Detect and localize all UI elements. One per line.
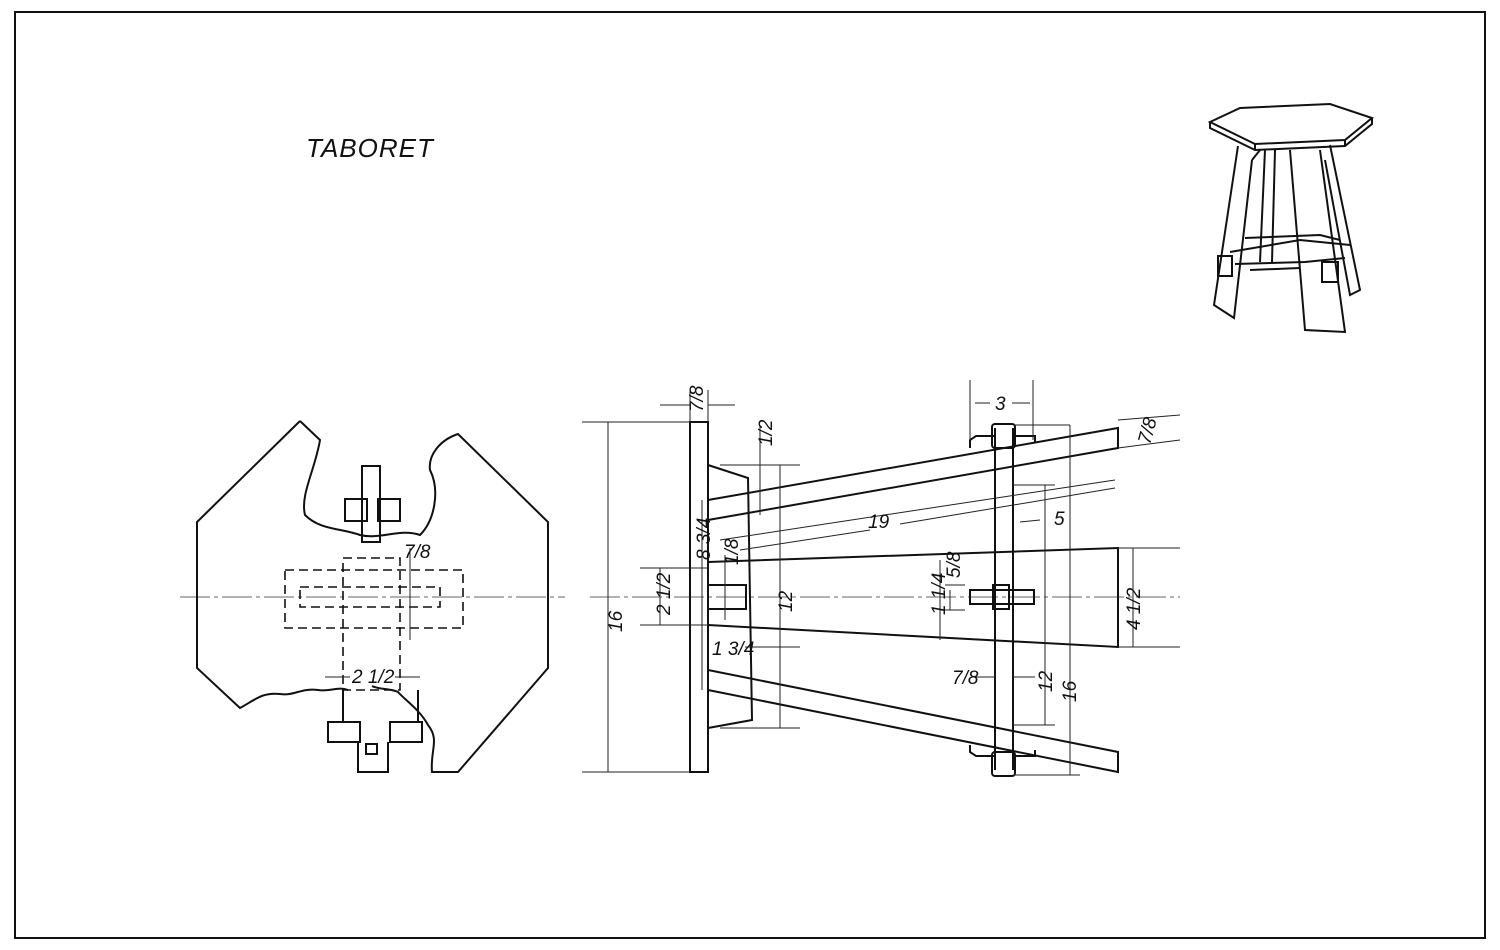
hidden-leg xyxy=(342,557,401,691)
top-break-upper xyxy=(299,420,549,773)
hatched-key-3 xyxy=(327,721,361,743)
dimension-lines xyxy=(582,380,1181,776)
dim-cleat-offset: 1/2 xyxy=(756,419,777,446)
stretcher-cap-bottom xyxy=(991,751,1016,777)
bolt-nut xyxy=(992,584,1010,610)
leg-back-left xyxy=(1259,149,1276,263)
tenon-block xyxy=(707,584,747,610)
top-outline-left xyxy=(196,420,349,710)
top-plan-view: 2 1/2 7/8 xyxy=(180,420,565,773)
hatched-key-4 xyxy=(389,721,423,743)
octagon-top xyxy=(1207,102,1375,146)
middle-leg xyxy=(707,546,1119,649)
wedge-right xyxy=(1321,261,1339,283)
cleat xyxy=(707,464,754,729)
dim-cleat-spacing: 8 3/4 xyxy=(694,518,715,560)
dim-small-gap: 1/8 xyxy=(722,538,743,565)
dim-leg-thickness: 7/8 xyxy=(1135,415,1162,446)
hatched-key-2 xyxy=(377,498,401,522)
hatched-key-1 xyxy=(344,498,368,522)
dimension-lines xyxy=(325,548,420,678)
dim-2-1-2: 2 1/2 xyxy=(351,667,395,688)
stretchers xyxy=(1229,233,1351,271)
leg-back-right xyxy=(1324,144,1362,297)
dim-stretcher-width: 3 xyxy=(995,394,1006,415)
dim-cleat-length: 12 xyxy=(776,590,797,612)
peg-hole xyxy=(365,743,378,755)
dim-tenon-width: 2 1/2 xyxy=(654,572,675,616)
top-edge xyxy=(1209,118,1373,152)
dim-leg-foot: 4 1/2 xyxy=(1124,587,1145,630)
dim-cleat-depth: 1 3/4 xyxy=(712,639,754,660)
upper-tenon xyxy=(361,465,381,543)
dim-top-height: 16 xyxy=(606,610,627,632)
dim-top-thickness: 7/8 xyxy=(687,385,708,412)
leg-front-left xyxy=(1212,145,1261,320)
dim-stretcher-inner: 12 xyxy=(1036,670,1057,692)
dim-bolt-span: 1 1/4 xyxy=(929,573,950,615)
taboret-perspective-illustration xyxy=(1207,102,1375,334)
dim-stretcher-thickness: 7/8 xyxy=(952,668,979,689)
side-elevation-view: 7/8 1/2 8 3/4 1/8 2 1/2 16 12 1 3/4 19 3… xyxy=(582,380,1181,777)
sheet-border xyxy=(14,11,1486,939)
wedge-top xyxy=(969,435,1036,448)
dim-7-8: 7/8 xyxy=(404,542,431,563)
stretcher xyxy=(994,428,1014,770)
dim-stretcher-offset: 5 xyxy=(1054,509,1065,530)
wedge-bottom xyxy=(969,745,1036,757)
dim-bolt-head: 5/8 xyxy=(944,551,965,578)
lower-tenon xyxy=(342,690,419,773)
dim-leg-length: 19 xyxy=(868,512,890,533)
lower-leg xyxy=(707,669,1119,774)
wedge-left xyxy=(1217,255,1233,277)
bolt xyxy=(969,589,1035,605)
upper-leg xyxy=(707,426,1119,521)
dim-stretcher-outer: 16 xyxy=(1060,680,1081,702)
hidden-tenon xyxy=(299,586,441,608)
drawing-title: TABORET xyxy=(306,133,435,163)
hidden-stretcher xyxy=(284,569,464,629)
